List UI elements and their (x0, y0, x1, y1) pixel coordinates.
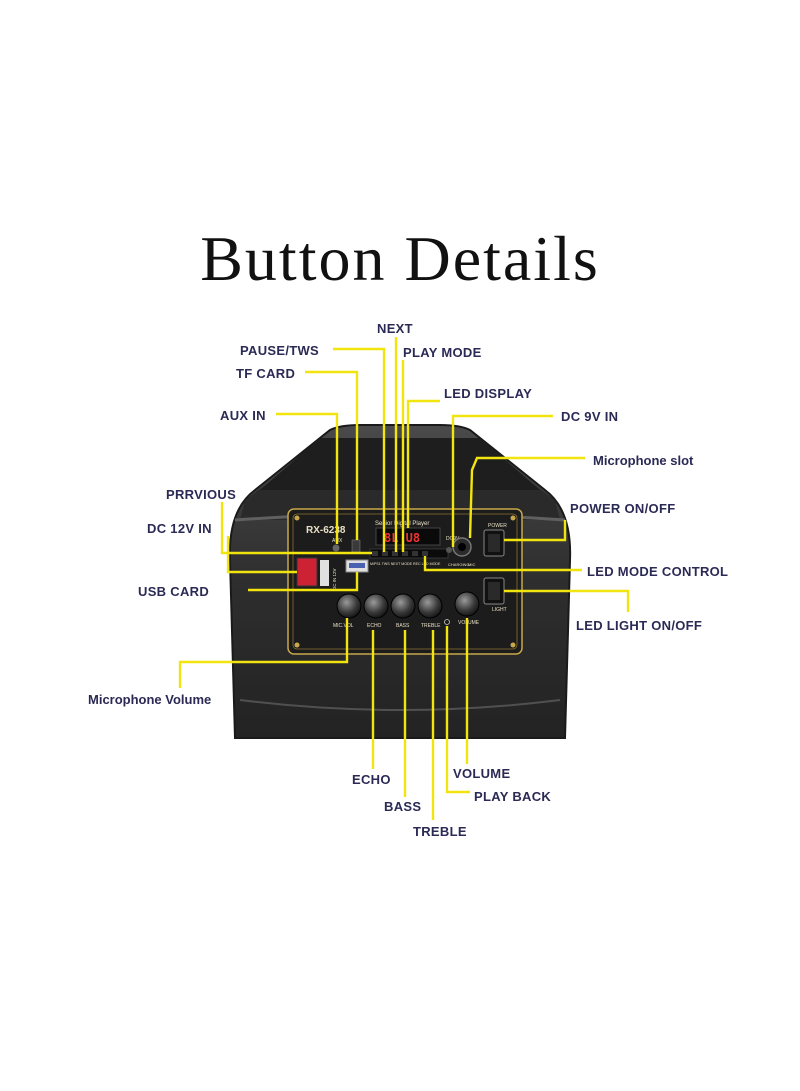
panel-light-text: LIGHT (492, 607, 507, 613)
panel-power-text: POWER (488, 523, 507, 529)
label-prrvious: PRRVIOUS (166, 487, 236, 502)
label-usb-card: USB CARD (138, 584, 209, 599)
label-tf-card: TF CARD (236, 366, 295, 381)
label-play-mode: PLAY MODE (403, 345, 482, 360)
panel-mic-text: MIC (468, 562, 475, 567)
button-row-label: M/PS1 TWS NEXT MODE REC LED MODE (370, 562, 441, 566)
label-led-mode-control: LED MODE CONTROL (587, 564, 728, 579)
panel-dc12-text: DC IN 12V (332, 568, 337, 590)
next-button[interactable] (392, 551, 398, 556)
label-microphone-volume: Microphone Volume (88, 692, 211, 707)
knob-treble[interactable] (417, 593, 443, 619)
label-pause-tws: PAUSE/TWS (240, 343, 319, 358)
knob-label-volume: VOLUME (458, 620, 480, 626)
aux-jack[interactable] (332, 544, 340, 552)
screw-icon (294, 515, 300, 521)
dc9v-jack[interactable] (446, 547, 452, 553)
tf-card-slot[interactable] (351, 539, 361, 553)
knob-mic-volume[interactable] (336, 593, 362, 619)
knob-label-bass: BASS (396, 623, 410, 629)
pause-tws-button[interactable] (382, 551, 388, 556)
label-dc-12v-in: DC 12V IN (147, 521, 212, 536)
label-treble: TREBLE (413, 824, 467, 839)
knob-label-mic-vol: MIC.VOL (333, 623, 354, 629)
screw-icon (294, 642, 300, 648)
knob-echo[interactable] (363, 593, 389, 619)
knob-volume[interactable] (454, 591, 480, 617)
label-echo: ECHO (352, 772, 391, 787)
leader-lines (178, 337, 630, 820)
dc12v-fuse (320, 560, 329, 586)
label-led-light-on-off: LED LIGHT ON/OFF (576, 618, 702, 633)
label-play-back: PLAY BACK (474, 789, 551, 804)
panel-model: RX-6238 (306, 525, 346, 536)
rec-button[interactable] (412, 551, 418, 556)
prev-button[interactable] (372, 551, 378, 556)
dc12v-socket[interactable] (296, 557, 318, 587)
knob-bass[interactable] (390, 593, 416, 619)
playback-button[interactable] (444, 619, 450, 625)
label-led-display: LED DISPLAY (444, 386, 532, 401)
label-next: NEXT (377, 321, 413, 336)
play-mode-button[interactable] (402, 551, 408, 556)
label-bass: BASS (384, 799, 421, 814)
page-title: Button Details (200, 223, 600, 294)
label-aux-in: AUX IN (220, 408, 266, 423)
label-power-on-off: POWER ON/OFF (570, 501, 675, 516)
label-microphone-slot: Microphone slot (593, 453, 694, 468)
led-mode-button[interactable] (422, 551, 428, 556)
callout-labels: NEXT PAUSE/TWS PLAY MODE TF CARD LED DIS… (88, 321, 728, 839)
knob-label-treble: TREBLE (421, 623, 441, 629)
screw-icon (510, 642, 516, 648)
button-row[interactable]: M/PS1 TWS NEXT MODE REC LED MODE (369, 548, 449, 566)
screw-icon (510, 515, 516, 521)
panel-charging-text: CHARGING (448, 562, 470, 567)
label-dc-9v-in: DC 9V IN (561, 409, 618, 424)
knob-label-echo: ECHO (367, 623, 382, 629)
label-volume: VOLUME (453, 766, 510, 781)
